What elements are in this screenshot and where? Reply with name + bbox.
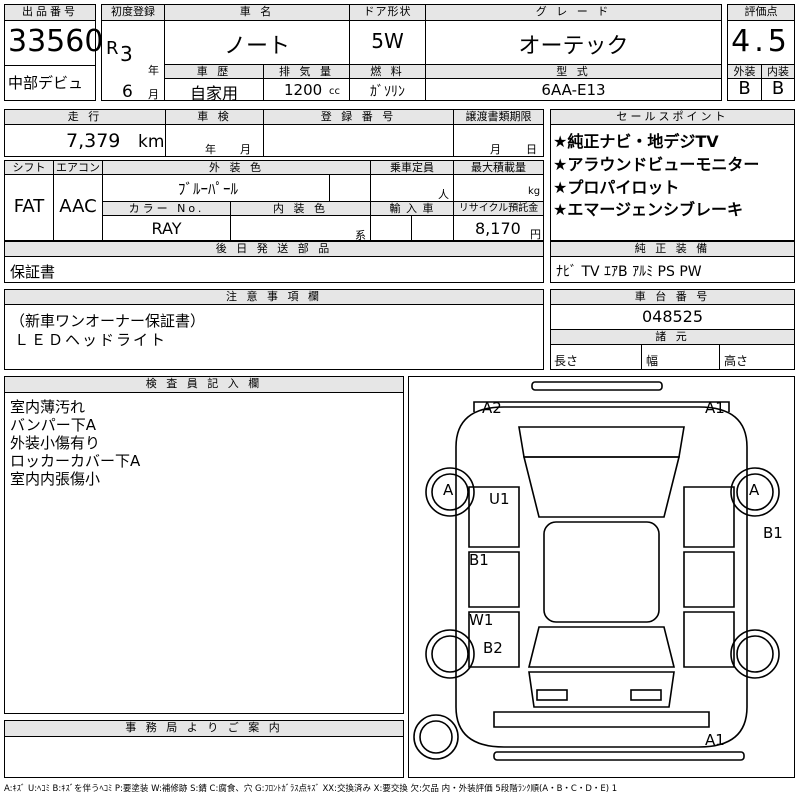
- damage-mark-b2: B2: [483, 639, 503, 657]
- grade: オーテック: [518, 34, 629, 59]
- era-label: R: [106, 38, 119, 59]
- door-type: 5W: [371, 29, 404, 53]
- displacement: 1200: [284, 81, 323, 99]
- exterior-color: ﾌﾞﾙｰﾊﾟｰﾙ: [178, 180, 239, 198]
- sales-point: ★エマージェンシブレーキ: [553, 200, 744, 219]
- sales-point: ★プロパイロット: [553, 178, 680, 197]
- inspector-note: ロッカーカバー下A: [10, 452, 141, 470]
- lot-number-label: 出品番号: [4, 4, 96, 21]
- sales-point: ★純正ナビ・地デジTV: [553, 132, 719, 151]
- shift-type: FAT: [13, 196, 45, 217]
- debut-label: 中部デビュ: [8, 74, 84, 92]
- plate-field: [263, 124, 454, 157]
- factory-equipment: ﾅﾋﾞ TV ｴｱB ｱﾙﾐ PS PW: [556, 264, 702, 280]
- aircon-type: AAC: [59, 196, 97, 217]
- car-name-label: 車 名: [164, 4, 350, 21]
- damage-mark-w1: W1: [469, 611, 494, 629]
- fuel-type: ｶﾞｿﾘﾝ: [370, 84, 405, 100]
- mileage: 7,379: [66, 130, 121, 152]
- exterior-grade: B: [738, 78, 751, 99]
- color-number: RAY: [151, 219, 182, 238]
- inspector-note: 室内内張傷小: [10, 470, 101, 488]
- damage-mark-a1-rear: A1: [705, 731, 725, 749]
- model-code: 6AA-E13: [541, 81, 606, 99]
- registration-month: 6: [122, 82, 133, 102]
- inspector-note: 外装小傷有り: [10, 434, 101, 452]
- grade-label: グ レ ー ド: [425, 4, 722, 21]
- damage-mark-a-left-wheel: A: [443, 481, 454, 499]
- score-label: 評価点: [727, 4, 795, 21]
- transfer-deadline-field: [453, 124, 544, 157]
- office-info-field: [4, 736, 404, 778]
- damage-mark-u1: U1: [489, 490, 510, 508]
- damage-mark-b1-left: B1: [469, 551, 489, 569]
- door-label: ドア形状: [349, 4, 426, 21]
- inspector-note: 室内薄汚れ: [10, 398, 86, 416]
- first-registration-label: 初度登録: [101, 4, 165, 21]
- damage-mark-a1-front: A1: [705, 399, 725, 417]
- note-line: （新車ワンオーナー保証書）: [10, 312, 206, 330]
- damage-mark-a2: A2: [482, 399, 502, 417]
- car-diagram-svg: [413, 381, 780, 761]
- later-shipped-parts: 保証書: [10, 263, 56, 281]
- sales-point: ★アラウンドビューモニター: [553, 155, 760, 174]
- damage-diagram: A2 A1 A A U1 B1 B1 W1 B2 A1: [408, 376, 795, 778]
- inspector-note: バンパー下A: [10, 416, 97, 434]
- overall-score: 4.5: [731, 24, 791, 59]
- chassis-number: 048525: [641, 307, 704, 326]
- registration-year: 3: [120, 42, 133, 66]
- interior-grade: B: [771, 78, 785, 99]
- vehicle-history: 自家用: [189, 84, 238, 103]
- note-line: ＬＥＤヘッドライト: [14, 331, 168, 349]
- legend: A:ｷｽﾞ U:ﾍｺﾐ B:ｷｽﾞを伴うﾍｺﾐ P:要塗装 W:補修跡 S:錆 …: [4, 784, 618, 794]
- lot-number: 33560: [8, 24, 104, 59]
- damage-mark-a-right-wheel: A: [749, 481, 760, 499]
- car-name: ノート: [223, 34, 290, 59]
- damage-mark-b1-right: B1: [763, 524, 783, 542]
- recycle-deposit: 8,170: [475, 219, 521, 238]
